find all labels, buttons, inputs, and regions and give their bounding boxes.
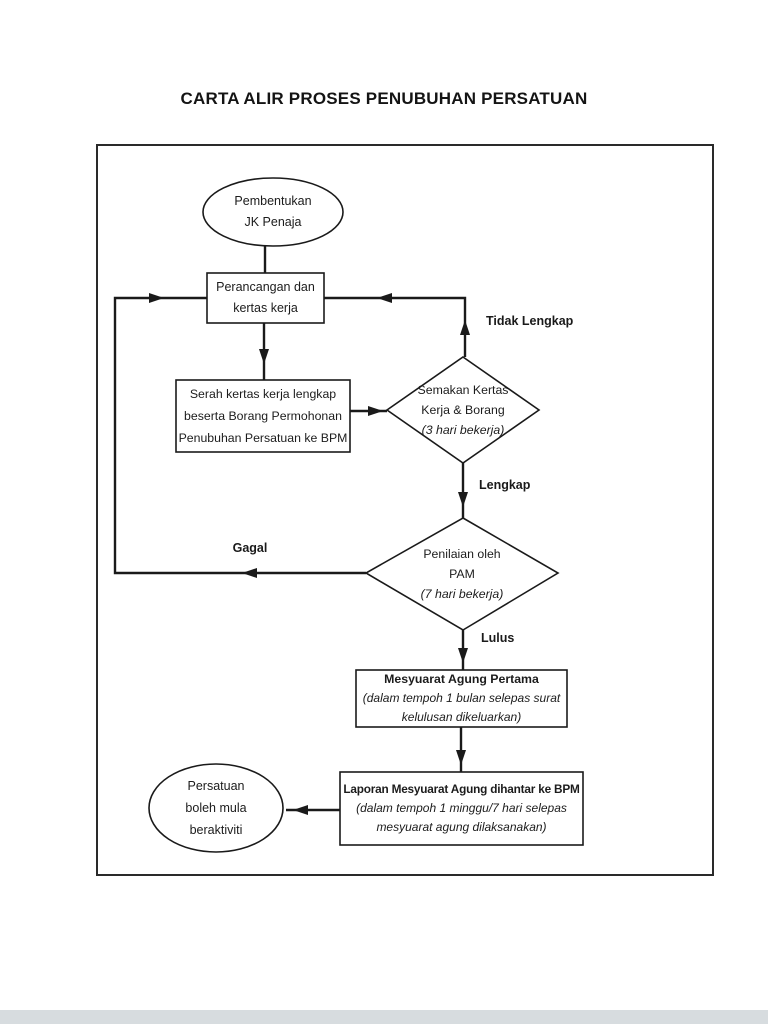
planning-node-text: Perancangan dan kertas kerja [216,280,315,315]
viewer-background-strip [0,1010,768,1024]
report-box [339,771,584,846]
arrowhead-down-planning-submit [259,349,269,364]
evaluation-node-text: Penilaian oleh PAM (7 hari bekerja) [420,547,504,601]
flowchart-border [96,144,714,876]
arrowhead-left-fail [242,568,257,578]
arrowhead-left-incomplete [377,293,392,303]
report-node-text: Laporan Mesyuarat Agung dihantar ke BPM … [343,782,580,834]
arrowhead-down-evaluation-agm [458,648,468,663]
start-ellipse [202,177,344,247]
arrowhead-down-agm-report [456,750,466,765]
submit-box [175,379,351,453]
arrowhead-right-fail-return [149,293,164,303]
edge-label-complete: Lengkap [479,478,531,492]
start-node-text: Pembentukan JK Penaja [234,194,312,229]
agm-box [355,669,568,728]
edge-label-incomplete: Tidak Lengkap [486,314,574,328]
agm-node-text: Mesyuarat Agung Pertama (dalam tempoh 1 … [362,672,561,724]
arrowhead-down-check-evaluation [458,492,468,507]
planning-box [206,272,325,324]
end-ellipse [148,763,284,853]
arrowhead-left-report-end [293,805,308,815]
connector-check-incomplete-loop [324,296,467,357]
page-title: CARTA ALIR PROSES PENUBUHAN PERSATUAN [180,89,588,108]
check-node-text: Semakan Kertas Kerja & Borang (3 hari be… [417,383,509,437]
edge-label-fail: Gagal [232,541,268,555]
submit-node-text: Serah kertas kerja lengkap beserta Boran… [178,387,348,445]
arrowhead-right-submit-check [368,406,383,416]
evaluation-diamond [364,517,560,631]
edge-label-pass: Lulus [481,631,515,645]
end-node-text: Persatuan boleh mula beraktiviti [185,779,247,837]
arrowhead-up-incomplete [460,320,470,335]
check-diamond [385,356,541,464]
